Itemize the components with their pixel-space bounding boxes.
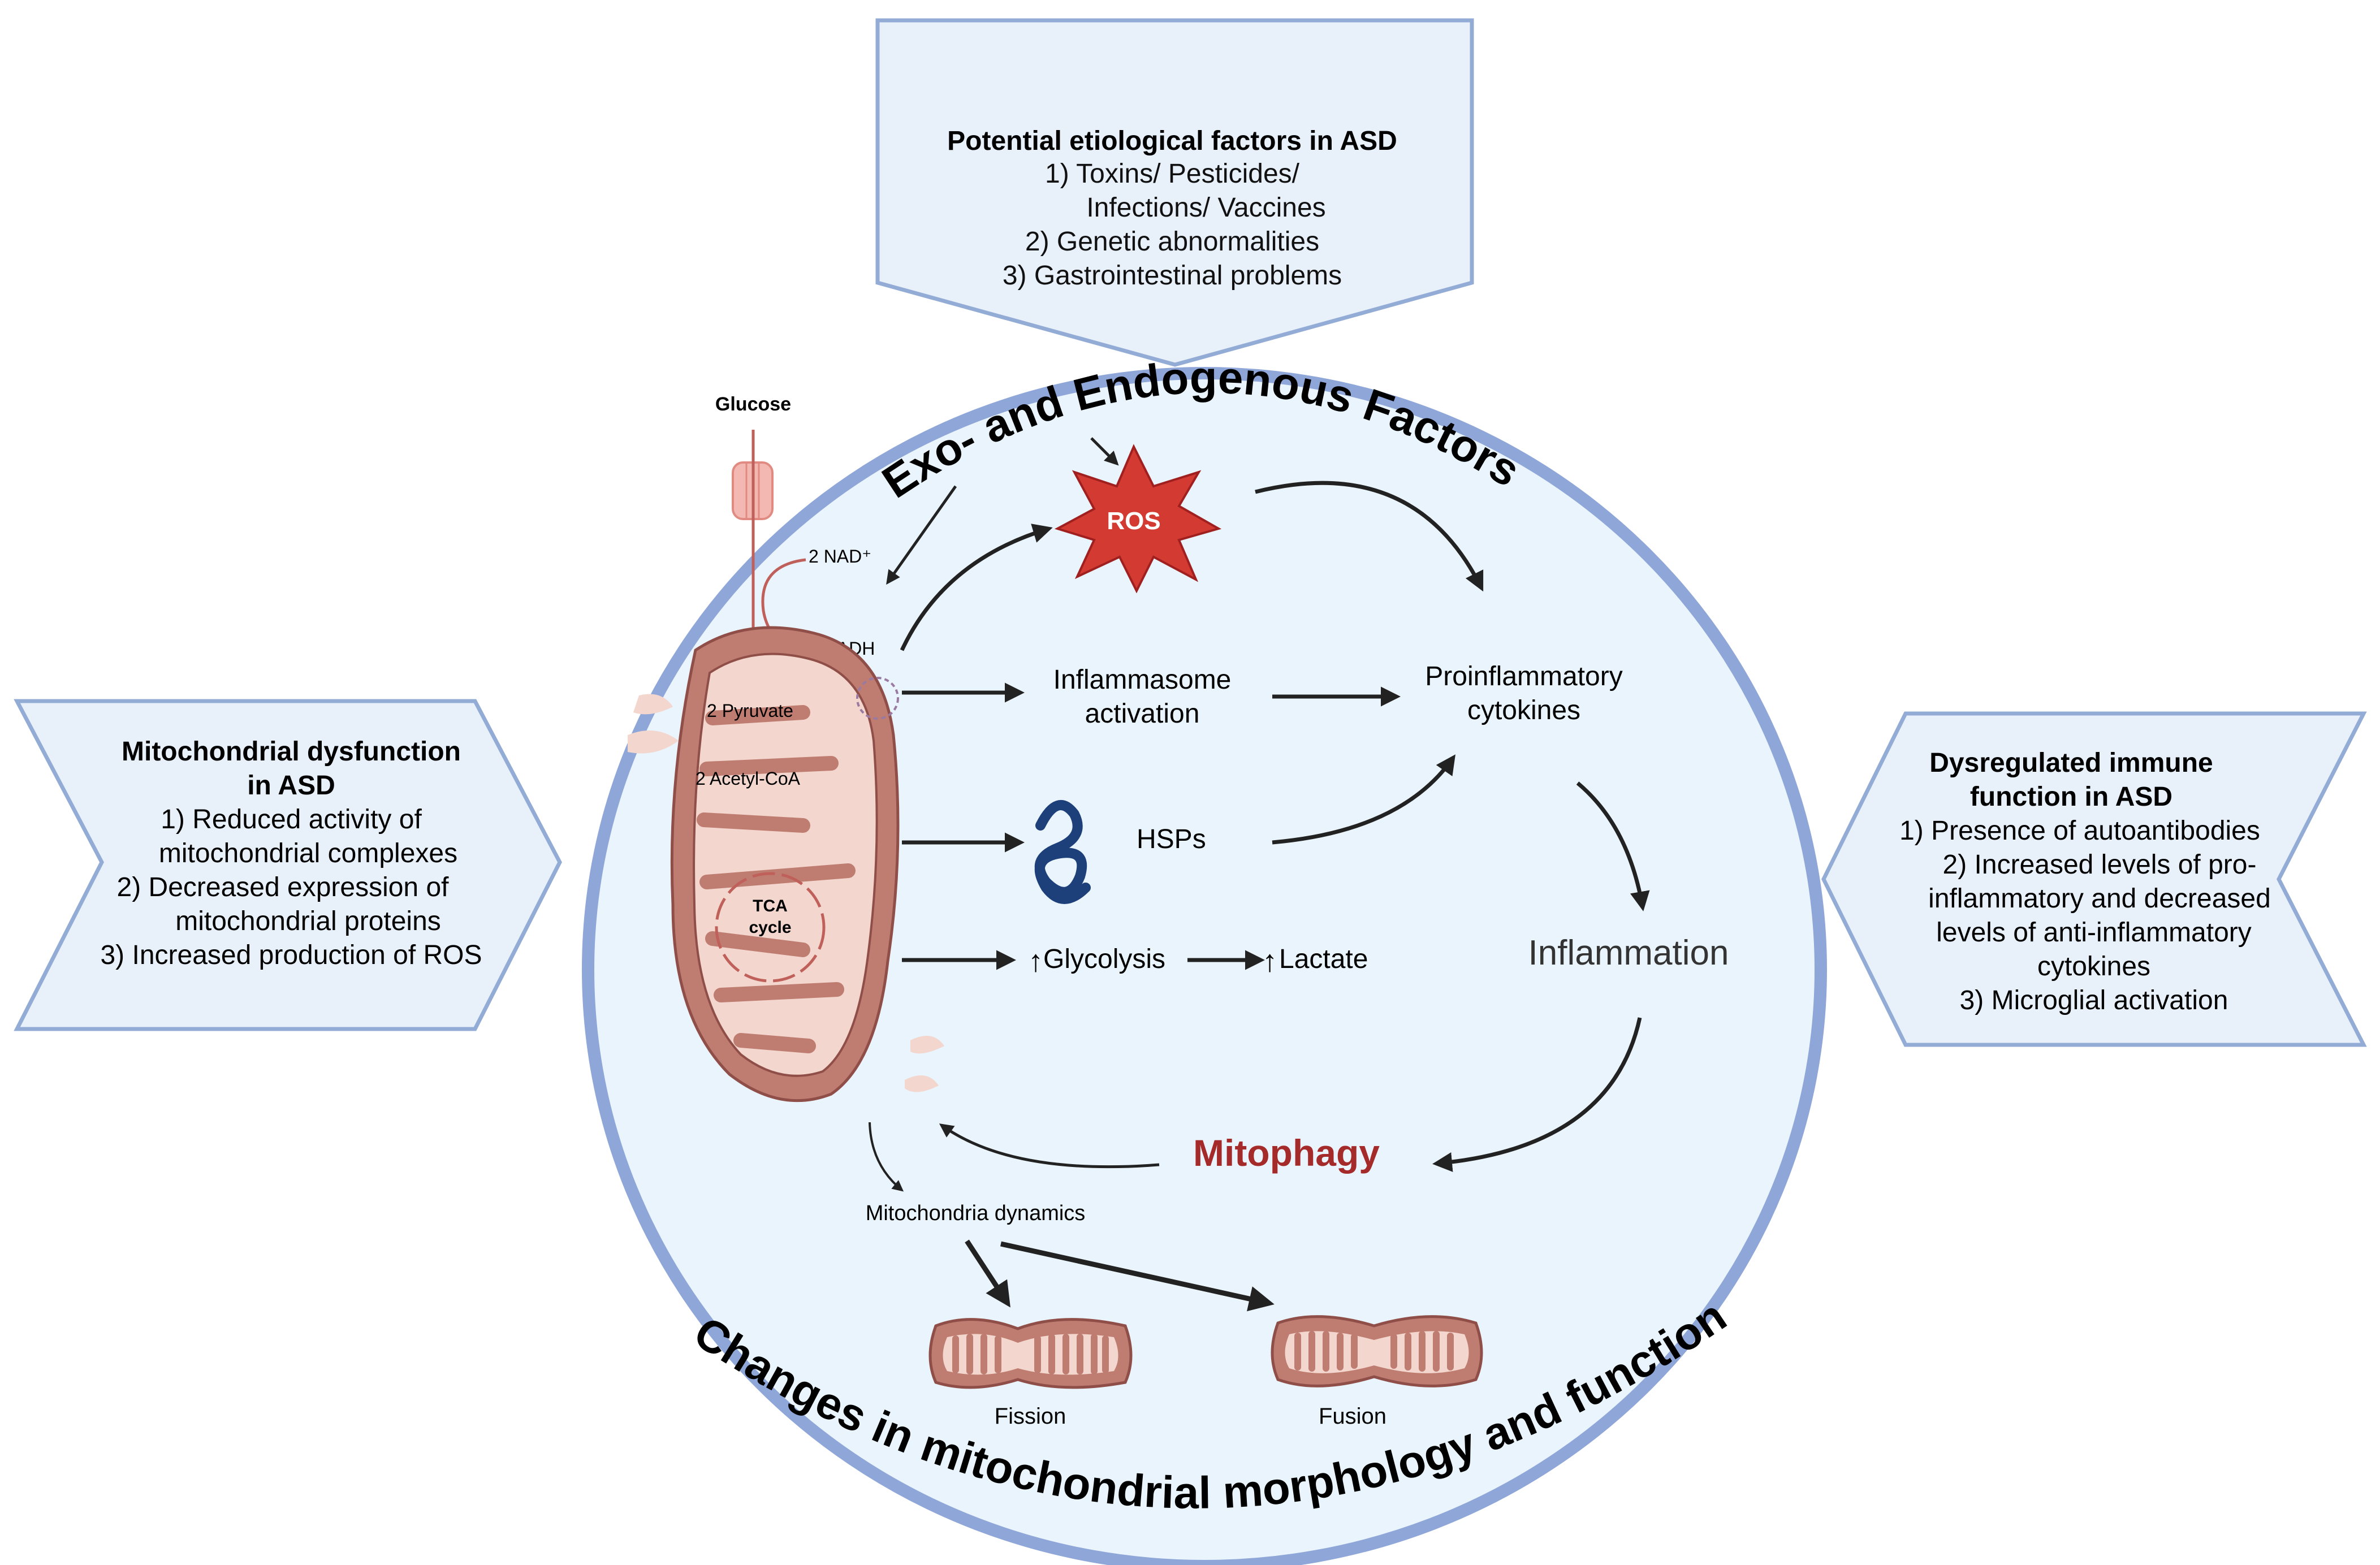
top-box-line-1: 1) Toxins/ Pesticides/ — [1045, 159, 1300, 189]
top-to-nad-arrow — [886, 485, 957, 585]
left-box-title-1: Mitochondrial dysfunction — [122, 737, 461, 767]
inflammasome-label-2: activation — [1085, 699, 1200, 729]
right-box-line-1: 1) Presence of autoantibodies — [1899, 816, 2260, 846]
ros-label: ROS — [1107, 507, 1160, 535]
fission-label: Fission — [995, 1404, 1066, 1429]
right-box-title-1: Dysregulated immune — [1929, 748, 2213, 778]
lactate-label: Lactate — [1279, 944, 1368, 974]
hsps-label: HSPs — [1137, 824, 1206, 854]
left-box-line-1: 1) Reduced activity of — [161, 805, 422, 835]
pyruvate-label: 2 Pyruvate — [707, 701, 793, 721]
top-box-line-3: 2) Genetic abnormalities — [1025, 227, 1319, 257]
right-box-line-4: levels of anti-inflammatory — [1936, 918, 2252, 948]
right-box-line-5: cytokines — [2037, 952, 2150, 982]
dynamics-label: Mitochondria dynamics — [866, 1201, 1086, 1225]
proinflammatory-label-2: cytokines — [1467, 695, 1580, 725]
up-arrow-glycolysis-icon: ↑ — [1028, 944, 1043, 978]
top-box-line-2: Infections/ Vaccines — [1086, 193, 1325, 223]
top-chevron-box — [875, 18, 1474, 367]
left-box-line-3: 2) Decreased expression of — [117, 872, 450, 902]
mito-to-dynamics-arrow — [869, 1122, 904, 1192]
nad-label: 2 NAD⁺ — [809, 546, 871, 567]
inflammation-to-mitophagy-arrow — [1432, 1017, 1642, 1172]
up-arrow-lactate-icon: ↑ — [1262, 944, 1277, 978]
left-box-line-2: mitochondrial complexes — [159, 838, 457, 868]
left-chevron-box — [14, 699, 562, 1031]
right-box-line-3: inflammatory and decreased — [1928, 884, 2271, 914]
cell-circle — [582, 367, 1827, 1565]
right-box-title-2: function in ASD — [1970, 782, 2172, 812]
cytokines-to-inflammation-arrow — [1576, 781, 1650, 911]
dynamics-to-fusion-arrow — [1000, 1241, 1275, 1312]
fusion-mitochondria-icon — [1271, 1315, 1483, 1387]
hsp-protein-icon — [1034, 800, 1091, 904]
right-box-line-6: 3) Microglial activation — [1960, 985, 2228, 1015]
mitophagy-to-mito-arrow — [939, 1123, 1160, 1169]
top-to-ros-arrow — [1090, 437, 1119, 466]
tca-label: TCA — [753, 897, 788, 915]
dynamics-to-fission-arrow — [965, 1239, 1010, 1308]
top-box-title: Potential etiological factors in ASD — [947, 126, 1397, 156]
fission-mitochondria-icon — [928, 1318, 1133, 1389]
right-chevron-box — [1821, 711, 2367, 1047]
top-box-line-4: 3) Gastrointestinal problems — [1003, 261, 1342, 291]
tca-cycle-label: cycle — [749, 918, 791, 937]
mitochondrion-icon — [628, 626, 944, 1103]
left-box-line-4: mitochondrial proteins — [175, 906, 441, 936]
hsps-to-cytokines-arrow — [1272, 754, 1455, 845]
acetyl-coa-label: 2 Acetyl-CoA — [696, 768, 801, 789]
right-box-line-2: 2) Increased levels of pro- — [1943, 850, 2257, 880]
mito-to-ros-arrow — [900, 524, 1053, 651]
left-box-line-5: 3) Increased production of ROS — [100, 940, 482, 970]
inflammasome-label-1: Inflammasome — [1053, 665, 1232, 695]
glycolysis-label: Glycolysis — [1043, 944, 1165, 974]
inflammation-label: Inflammation — [1528, 933, 1729, 972]
mitophagy-label: Mitophagy — [1193, 1132, 1380, 1174]
fusion-label: Fusion — [1319, 1404, 1386, 1429]
ros-to-cytokines-arrow — [1255, 481, 1484, 592]
ros-burst-icon — [1054, 444, 1222, 594]
glucose-label: Glucose — [715, 394, 791, 415]
left-box-title-2: in ASD — [247, 771, 335, 801]
proinflammatory-label-1: Proinflammatory — [1425, 662, 1622, 691]
